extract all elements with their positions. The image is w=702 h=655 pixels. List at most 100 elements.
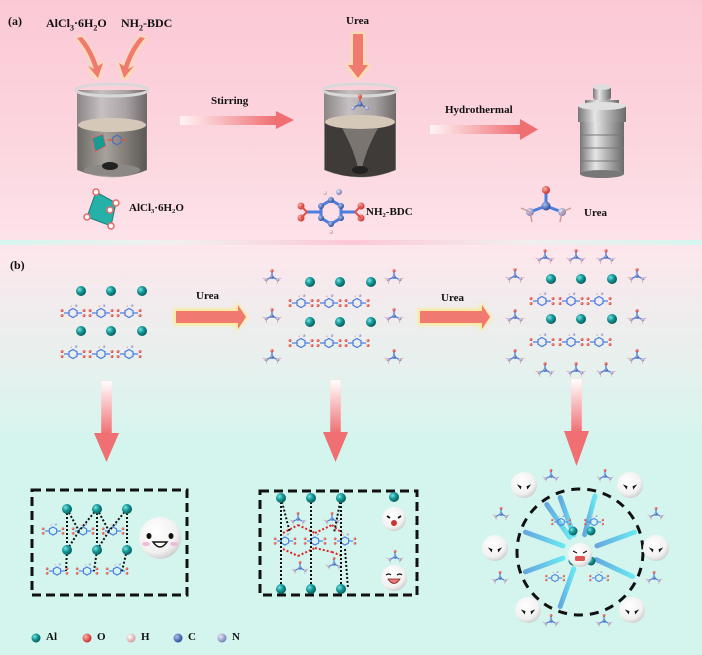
stirring-arrow — [180, 111, 294, 129]
urea-molecule-icon — [325, 557, 343, 571]
bdc-linker-icon — [45, 563, 69, 576]
urea-molecule-icon — [542, 469, 560, 483]
coordination-bond — [65, 549, 68, 572]
al-atom — [276, 584, 286, 594]
urea-molecule-icon — [596, 469, 614, 483]
urea-down-arrow — [346, 33, 370, 80]
urea-molecule-icon — [596, 362, 616, 377]
blue-arrow — [522, 555, 566, 575]
urea-molecule-icon — [505, 309, 525, 324]
atom-legend-n-label: N — [232, 631, 240, 643]
urea-molecule-icon — [384, 349, 404, 364]
bdc-linker-icon — [273, 533, 297, 546]
bdc-linker-icon — [589, 571, 609, 583]
angry-face-icon — [482, 535, 508, 561]
angry-face-icon — [643, 535, 669, 561]
bdc-linker-icon — [551, 515, 571, 527]
panel-b-mechanism — [0, 245, 702, 655]
al-atom — [305, 317, 315, 327]
stir-bar-icon — [352, 166, 368, 174]
autoclave-icon — [578, 84, 626, 178]
coordination-bond — [314, 524, 333, 534]
urea-molecule-large-icon — [520, 186, 572, 223]
urea-molecule-icon — [323, 512, 341, 526]
urea-molecule-icon — [491, 571, 509, 585]
al-atom — [306, 584, 316, 594]
al-atom — [106, 286, 116, 296]
bdc-linker-icon — [288, 334, 314, 349]
al-atom — [335, 277, 345, 287]
panel-b-molecules — [60, 249, 647, 377]
al-atom — [576, 314, 586, 324]
urea-arrow-2 — [418, 302, 492, 332]
urea-molecule-icon — [505, 349, 525, 364]
atom-legend-h-icon — [126, 633, 136, 643]
atom-legend-c-icon — [173, 633, 183, 643]
bdc-linker-icon — [41, 523, 65, 536]
urea-molecule-icon — [595, 614, 613, 628]
atom-legend-h-label: H — [141, 631, 150, 643]
urea-molecule-icon — [350, 94, 370, 111]
coordination-bond — [344, 548, 349, 590]
beaker-1 — [74, 82, 150, 178]
down-arrow-1 — [94, 380, 119, 462]
angry-face-icon — [511, 472, 537, 498]
al-atom — [336, 584, 346, 594]
urea-molecule-icon — [627, 349, 647, 364]
al-atom — [389, 492, 399, 502]
bdc-linker-icon — [545, 571, 565, 583]
blue-arrow — [582, 493, 598, 538]
step-hydrothermal-label: Hydrothermal — [445, 104, 513, 116]
bdc-molecule-icon — [107, 134, 127, 146]
al-atom — [76, 326, 86, 336]
al-atom — [137, 286, 147, 296]
al-atom — [546, 274, 556, 284]
bdc-linker-icon — [60, 304, 86, 319]
bdc-linker-icon — [333, 533, 357, 546]
curved-arrow-right — [118, 36, 146, 80]
blue-arrow — [522, 529, 566, 549]
bdc-linker-icon — [316, 294, 342, 309]
urea-molecule-icon — [384, 269, 404, 284]
atom-legend-c-label: C — [188, 631, 196, 643]
panel-b-label: (b) — [10, 258, 25, 272]
al-atom — [586, 526, 596, 536]
bdc-linker-icon — [344, 334, 370, 349]
urea-molecule-icon — [492, 507, 510, 521]
al-atom — [335, 317, 345, 327]
coordination-bond — [297, 524, 316, 534]
atom-legend-o-label: O — [97, 631, 106, 643]
atom-legend-al-icon — [31, 633, 41, 643]
bdc-linker-icon — [88, 304, 114, 319]
bdc-linker-icon — [60, 345, 86, 360]
al-atom — [92, 545, 102, 555]
al-atom — [106, 326, 116, 336]
reagent-alcl3-label: AlCl3·6H2O — [46, 16, 107, 33]
blue-arrow — [557, 566, 577, 610]
al-atom — [62, 545, 72, 555]
down-arrow-2 — [323, 379, 348, 462]
bdc-linker-icon — [71, 523, 95, 536]
blue-arrow — [593, 557, 636, 580]
bdc-linker-icon — [116, 345, 142, 360]
blue-arrow — [594, 529, 638, 549]
urea-molecule-icon — [386, 550, 404, 564]
dashed-box-2 — [258, 489, 419, 597]
urea-molecule-icon — [535, 362, 555, 377]
urea-arrow-1 — [174, 302, 248, 332]
step-stirring-label: Stirring — [211, 95, 249, 107]
nh2-bdc-molecule-icon — [297, 189, 365, 234]
al-atom — [92, 504, 102, 514]
urea-molecule-icon — [627, 309, 647, 324]
coordination-bond — [93, 549, 98, 572]
al-atom — [336, 493, 346, 503]
angry-face-icon — [617, 472, 643, 498]
al-atom — [276, 493, 286, 503]
al-atom — [305, 277, 315, 287]
atom-legend-n-icon — [217, 633, 227, 643]
crying-face-icon — [568, 543, 592, 567]
octahedron-icon — [91, 133, 107, 153]
al-atom — [546, 314, 556, 324]
urea-molecule-icon — [262, 308, 282, 323]
